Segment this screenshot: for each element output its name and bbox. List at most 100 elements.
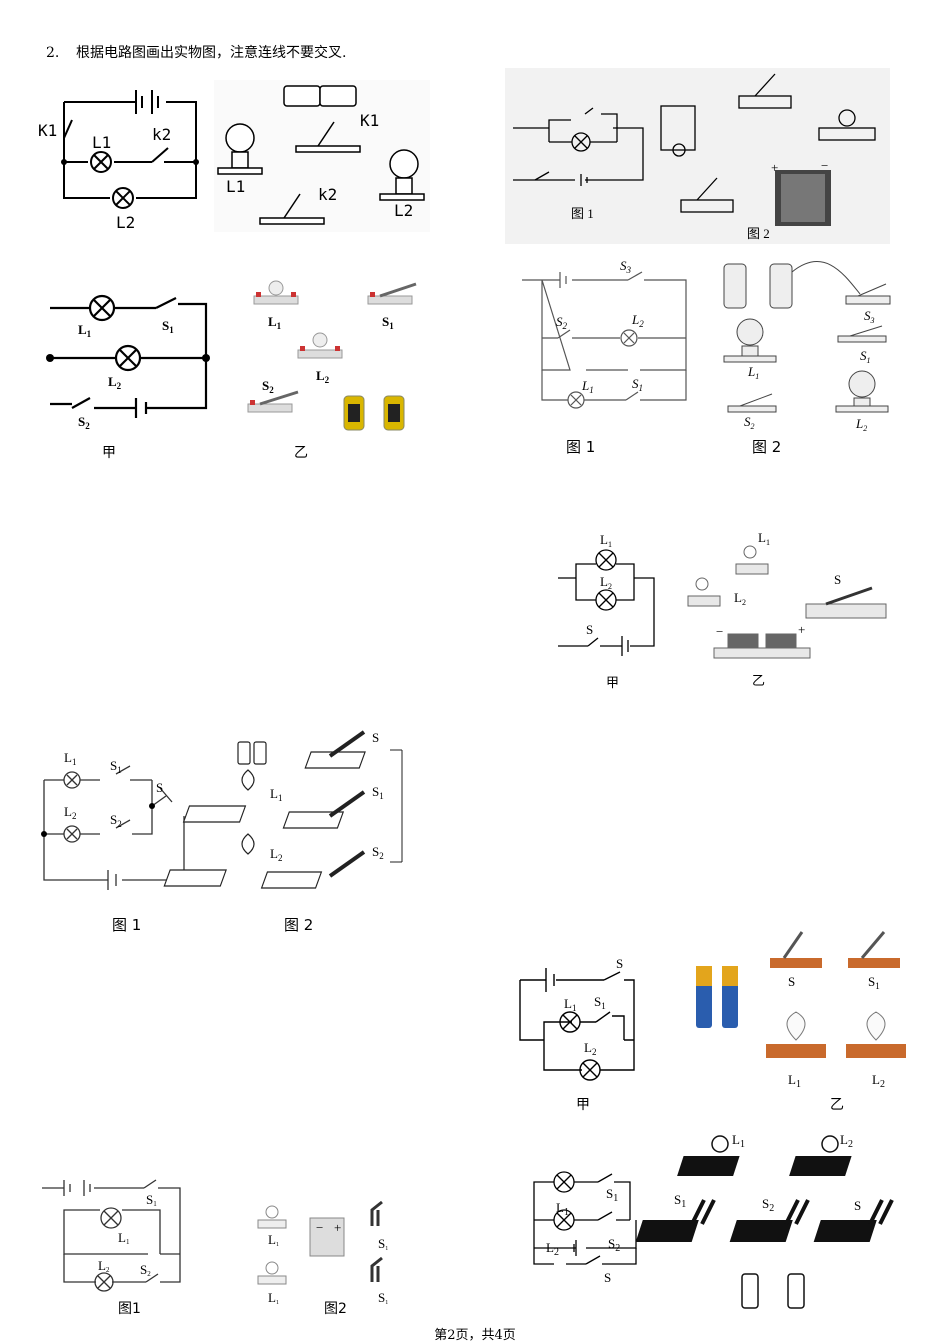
page-footer: 第2页，共4页 (434, 1328, 516, 1343)
label-e-l2: L2 (600, 574, 612, 591)
part-e-l2: L2 (734, 590, 746, 607)
caption-g-2: 乙 (830, 1097, 844, 1113)
label-i-s: S (604, 1270, 611, 1285)
label-k1: K1 (38, 121, 57, 140)
part-label-k2: k2 (318, 185, 337, 204)
label-c-s1: S1 (162, 318, 174, 335)
label-d-s2: S2 (556, 314, 568, 331)
label-g-s1: S1 (594, 994, 606, 1011)
label-f-s1: S1 (110, 758, 122, 775)
part-i-s1: S1 (674, 1192, 686, 1210)
part-g-s1: S1 (868, 974, 880, 991)
part-d-s3: S3 (864, 308, 875, 325)
caption-e-1: 甲 (606, 676, 620, 691)
part-c-l2: L2 (316, 368, 330, 385)
label-h-l1: L1 (118, 1230, 130, 1246)
part-d-l2: L2 (855, 416, 867, 433)
circuit-e-svg: L1 L2 S (558, 532, 655, 656)
circuit-diagram-c: L1 S1 L2 S2 (38, 288, 218, 468)
label-c-s2: S2 (78, 414, 90, 431)
circuit-diagram-a: K1 L1 k2 L2 (36, 80, 206, 240)
part-h-l1b: L1 (268, 1290, 279, 1306)
circuit-h-svg: S1 L1 L2 S2 (42, 1179, 181, 1292)
caption-b-1: 图 1 (571, 206, 594, 221)
part-h-s1: S1 (378, 1236, 388, 1252)
label-f-s2: S2 (110, 812, 122, 829)
parts-picture-d: S3 S1 L1 S2 L2 (714, 254, 904, 434)
circuit-a-svg: K1 L1 k2 L2 (38, 90, 199, 232)
circuit-f-svg: L1 S1 S L2 S2 (41, 750, 185, 890)
part-f-s1: S1 (372, 784, 384, 801)
circuit-b-svg: + − 图 1 图 2 (513, 73, 876, 241)
battery-b-plus: + (771, 160, 778, 175)
caption-f-2: 图 2 (284, 916, 314, 934)
parts-c-svg: L1 S1 L2 S2 (247, 280, 417, 431)
part-h-plus: + (334, 1220, 341, 1235)
parts-picture-h: − + L1 L1 S1 S1 (254, 1196, 404, 1306)
label-i-l1: L1 (556, 1200, 569, 1218)
parts-picture-f: L1 L2 S S1 S2 (163, 722, 414, 898)
label-d-l2: L2 (631, 312, 644, 329)
circuit-diagram-e: L1 L2 S (550, 528, 670, 658)
parts-g-svg: S S1 L1 L2 (696, 931, 906, 1090)
part-e-l1: L1 (758, 530, 770, 547)
label-g-l2: L2 (584, 1040, 596, 1057)
part-f-l1: L1 (270, 786, 282, 803)
label-h-s1: S1 (146, 1192, 157, 1208)
part-c-l1: L1 (268, 314, 282, 331)
part-e-plus: + (798, 622, 805, 637)
circuit-i-svg: S1 L1 S2 L2 S (533, 1171, 637, 1285)
part-f-l2: L2 (270, 846, 282, 863)
part-i-l1: L1 (732, 1132, 745, 1150)
parts-e-svg: L1 L2 S − + (687, 530, 887, 659)
parts-picture-c: L1 S1 L2 S2 (240, 278, 440, 438)
circuit-d-svg: S3 S2 L2 L1 S1 (522, 258, 687, 409)
part-label-l2: L2 (394, 201, 413, 220)
parts-f-svg: L1 L2 S S1 S2 (163, 730, 403, 889)
caption-d-1: 图 1 (566, 438, 596, 456)
label-f-l2: L2 (64, 804, 76, 821)
part-h-minus: − (316, 1220, 323, 1235)
label-l1: L1 (92, 133, 111, 152)
part-i-l2: L2 (840, 1132, 853, 1150)
circuit-diagram-f: L1 S1 S L2 S2 (36, 740, 196, 890)
question-number: 2. (46, 45, 60, 61)
circuit-c-svg: L1 S1 L2 S2 (46, 294, 210, 431)
label-g-s: S (616, 956, 623, 971)
part-h-s1b: S1 (378, 1290, 388, 1306)
caption-f-1: 图 1 (112, 916, 142, 934)
part-d-s1: S1 (860, 348, 871, 365)
part-d-s2: S2 (744, 414, 755, 431)
label-h-l2: L2 (98, 1258, 110, 1274)
caption-e-2: 乙 (752, 674, 766, 689)
caption-d-2: 图 2 (752, 438, 782, 456)
part-f-s2: S2 (372, 844, 384, 861)
label-d-s3: S3 (620, 258, 632, 275)
part-d-l1: L1 (747, 364, 759, 381)
part-i-s2: S2 (762, 1196, 774, 1214)
part-g-l1: L1 (788, 1072, 801, 1090)
part-g-s: S (788, 974, 795, 989)
part-c-s1: S1 (382, 314, 394, 331)
circuit-g-svg: S L1 S1 L2 (519, 956, 635, 1081)
part-f-s: S (372, 730, 379, 745)
label-d-s1: S1 (632, 376, 643, 393)
label-f-s: S (156, 780, 163, 795)
part-label-k1: K1 (360, 111, 379, 130)
circuit-diagram-d: S3 S2 L2 L1 S1 (512, 254, 702, 414)
parts-picture-e: L1 L2 S − + (686, 528, 896, 668)
parts-picture-a: L1 K1 k2 L2 (214, 80, 430, 232)
label-e-s: S (586, 622, 593, 637)
label-i-s2: S2 (608, 1236, 620, 1254)
part-label-l1: L1 (226, 177, 245, 196)
parts-d-svg: S3 S1 L1 S2 L2 (723, 261, 891, 433)
caption-b-2: 图 2 (747, 226, 770, 241)
part-i-s: S (854, 1198, 861, 1213)
part-g-l2: L2 (872, 1072, 885, 1090)
label-d-l1: L1 (581, 378, 594, 395)
label-c-l2: L2 (108, 374, 122, 391)
circuit-diagram-h: S1 L1 L2 S2 (36, 1170, 196, 1300)
battery-b-minus: − (821, 158, 828, 173)
caption-h-2: 图2 (324, 1301, 347, 1317)
caption-h-1: 图1 (118, 1301, 141, 1317)
